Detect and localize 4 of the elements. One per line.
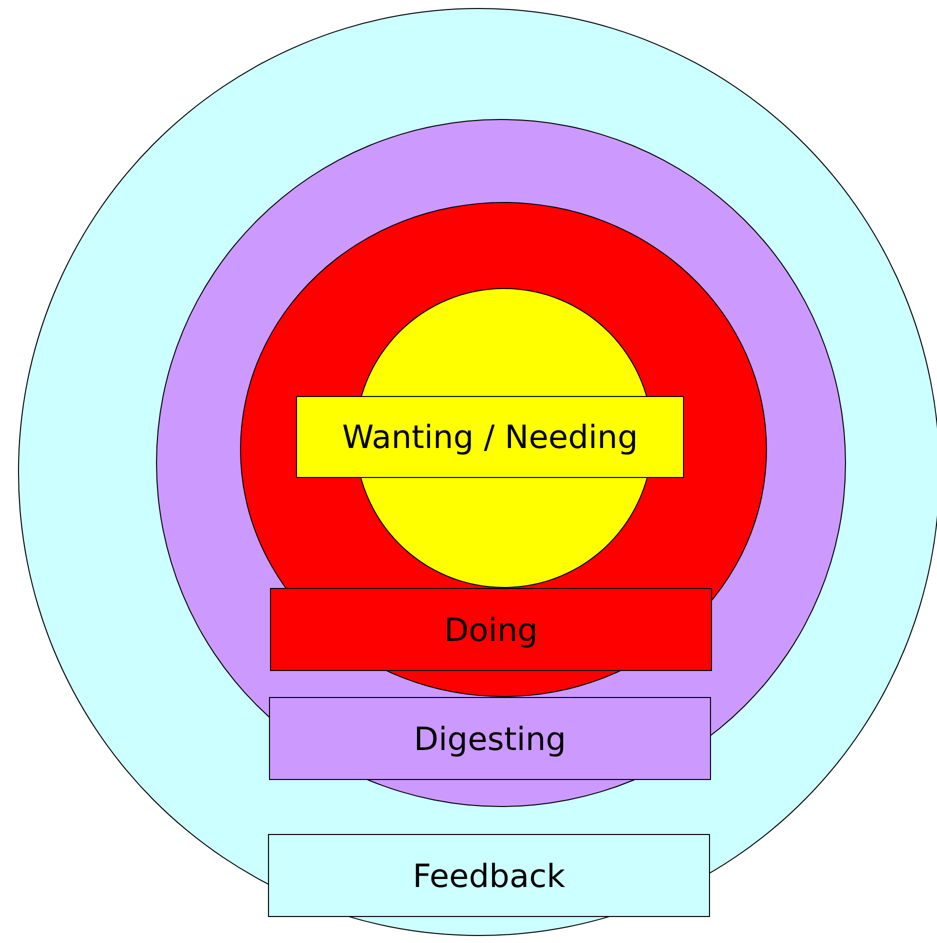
stage-label: Doing bbox=[270, 588, 712, 671]
stage-label: Wanting / Needing bbox=[296, 396, 684, 478]
stage-label: Digesting bbox=[269, 697, 711, 780]
stage-label: Feedback bbox=[268, 834, 710, 917]
